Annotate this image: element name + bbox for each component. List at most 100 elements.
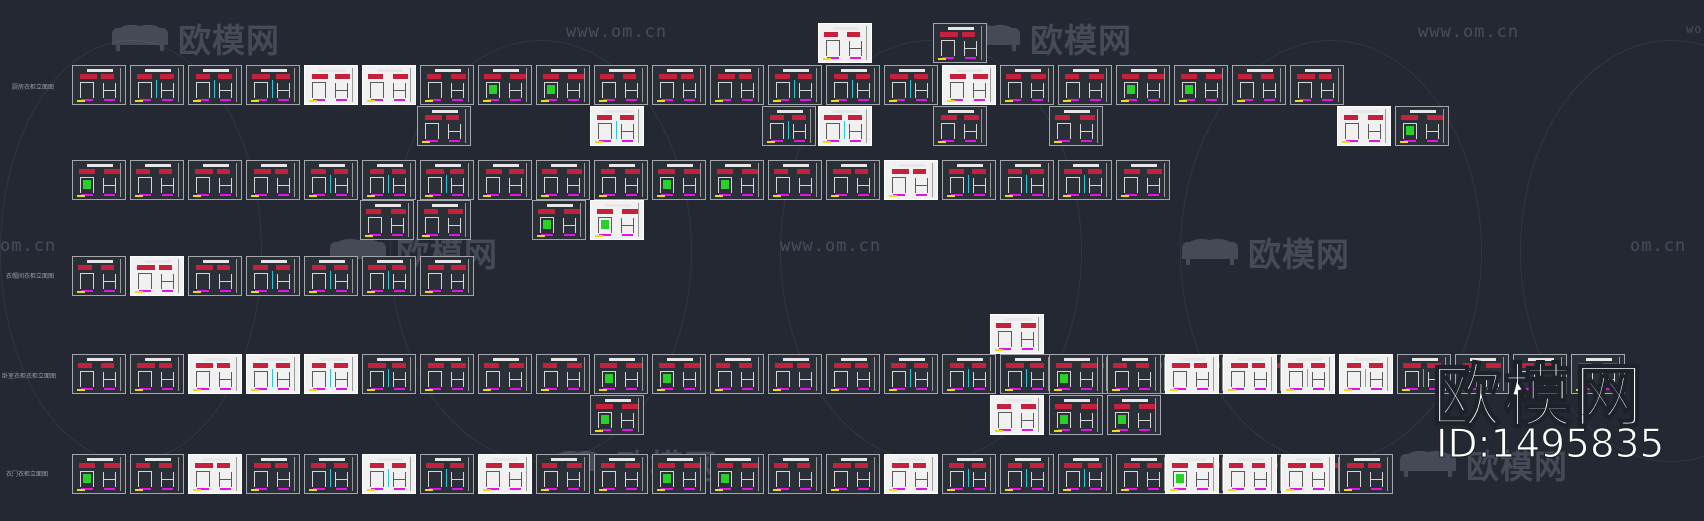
elevation-sheet[interactable]	[1571, 354, 1625, 394]
elevation-sheet[interactable]	[933, 106, 987, 146]
elevation-sheet[interactable]	[1397, 354, 1451, 394]
elevation-sheet[interactable]	[1000, 454, 1054, 494]
elevation-sheet[interactable]	[1116, 65, 1170, 105]
elevation-sheet[interactable]	[362, 256, 416, 296]
elevation-sheet[interactable]	[362, 65, 416, 105]
elevation-sheet[interactable]	[478, 65, 532, 105]
elevation-sheet[interactable]	[1455, 354, 1509, 394]
elevation-sheet[interactable]	[188, 256, 242, 296]
elevation-sheet[interactable]	[1290, 65, 1344, 105]
elevation-sheet[interactable]	[417, 200, 471, 240]
elevation-sheet[interactable]	[420, 256, 474, 296]
elevation-sheet[interactable]	[1058, 65, 1112, 105]
elevation-sheet[interactable]	[1116, 160, 1170, 200]
elevation-sheet[interactable]	[362, 354, 416, 394]
elevation-sheet[interactable]	[246, 160, 300, 200]
elevation-sheet[interactable]	[536, 454, 590, 494]
elevation-sheet[interactable]	[710, 65, 764, 105]
elevation-sheet[interactable]	[246, 354, 300, 394]
elevation-sheet[interactable]	[246, 256, 300, 296]
elevation-sheet[interactable]	[1165, 354, 1219, 394]
elevation-sheet[interactable]	[884, 65, 938, 105]
elevation-sheet[interactable]	[942, 454, 996, 494]
elevation-sheet[interactable]	[246, 65, 300, 105]
elevation-sheet[interactable]	[1049, 395, 1103, 435]
elevation-sheet[interactable]	[1339, 354, 1393, 394]
elevation-sheet[interactable]	[130, 160, 184, 200]
elevation-sheet[interactable]	[710, 354, 764, 394]
elevation-sheet[interactable]	[990, 314, 1044, 354]
elevation-sheet[interactable]	[1337, 106, 1391, 146]
elevation-sheet[interactable]	[884, 454, 938, 494]
elevation-sheet[interactable]	[304, 454, 358, 494]
elevation-sheet[interactable]	[1049, 354, 1103, 394]
elevation-sheet[interactable]	[594, 65, 648, 105]
elevation-sheet[interactable]	[1000, 65, 1054, 105]
elevation-sheet[interactable]	[130, 65, 184, 105]
elevation-sheet[interactable]	[590, 106, 644, 146]
elevation-sheet[interactable]	[1281, 454, 1335, 494]
elevation-sheet[interactable]	[417, 106, 471, 146]
elevation-sheet[interactable]	[1232, 65, 1286, 105]
elevation-sheet[interactable]	[304, 354, 358, 394]
elevation-sheet[interactable]	[188, 354, 242, 394]
elevation-sheet[interactable]	[990, 395, 1044, 435]
elevation-sheet[interactable]	[1058, 160, 1112, 200]
elevation-sheet[interactable]	[72, 65, 126, 105]
elevation-sheet[interactable]	[1058, 454, 1112, 494]
elevation-sheet[interactable]	[1513, 354, 1567, 394]
elevation-sheet[interactable]	[130, 454, 184, 494]
elevation-sheet[interactable]	[420, 454, 474, 494]
elevation-sheet[interactable]	[1049, 106, 1103, 146]
elevation-sheet[interactable]	[818, 23, 872, 63]
elevation-sheet[interactable]	[590, 395, 644, 435]
elevation-sheet[interactable]	[536, 354, 590, 394]
elevation-sheet[interactable]	[72, 256, 126, 296]
elevation-sheet[interactable]	[188, 454, 242, 494]
elevation-sheet[interactable]	[1339, 454, 1393, 494]
elevation-sheet[interactable]	[933, 23, 987, 63]
elevation-sheet[interactable]	[652, 454, 706, 494]
elevation-sheet[interactable]	[304, 160, 358, 200]
elevation-sheet[interactable]	[1116, 454, 1170, 494]
elevation-sheet[interactable]	[942, 160, 996, 200]
elevation-sheet[interactable]	[818, 106, 872, 146]
elevation-sheet[interactable]	[762, 106, 816, 146]
elevation-sheet[interactable]	[1395, 106, 1449, 146]
elevation-sheet[interactable]	[942, 354, 996, 394]
elevation-sheet[interactable]	[826, 354, 880, 394]
elevation-sheet[interactable]	[768, 160, 822, 200]
elevation-sheet[interactable]	[768, 354, 822, 394]
elevation-sheet[interactable]	[478, 160, 532, 200]
elevation-sheet[interactable]	[826, 160, 880, 200]
elevation-sheet[interactable]	[130, 256, 184, 296]
elevation-sheet[interactable]	[826, 65, 880, 105]
elevation-sheet[interactable]	[652, 65, 706, 105]
elevation-sheet[interactable]	[710, 454, 764, 494]
elevation-sheet[interactable]	[304, 256, 358, 296]
elevation-sheet[interactable]	[942, 65, 996, 105]
elevation-sheet[interactable]	[304, 65, 358, 105]
elevation-sheet[interactable]	[130, 354, 184, 394]
elevation-sheet[interactable]	[478, 354, 532, 394]
elevation-sheet[interactable]	[72, 354, 126, 394]
elevation-sheet[interactable]	[360, 200, 414, 240]
elevation-sheet[interactable]	[1000, 160, 1054, 200]
elevation-sheet[interactable]	[420, 354, 474, 394]
elevation-sheet[interactable]	[594, 454, 648, 494]
elevation-sheet[interactable]	[362, 160, 416, 200]
elevation-sheet[interactable]	[590, 200, 644, 240]
elevation-sheet[interactable]	[884, 160, 938, 200]
elevation-sheet[interactable]	[1107, 354, 1161, 394]
elevation-sheet[interactable]	[72, 160, 126, 200]
elevation-sheet[interactable]	[478, 454, 532, 494]
elevation-sheet[interactable]	[768, 454, 822, 494]
elevation-sheet[interactable]	[246, 454, 300, 494]
elevation-sheet[interactable]	[72, 454, 126, 494]
elevation-sheet[interactable]	[884, 354, 938, 394]
elevation-sheet[interactable]	[188, 160, 242, 200]
elevation-sheet[interactable]	[1223, 454, 1277, 494]
elevation-sheet[interactable]	[420, 160, 474, 200]
elevation-sheet[interactable]	[532, 200, 586, 240]
elevation-sheet[interactable]	[826, 454, 880, 494]
